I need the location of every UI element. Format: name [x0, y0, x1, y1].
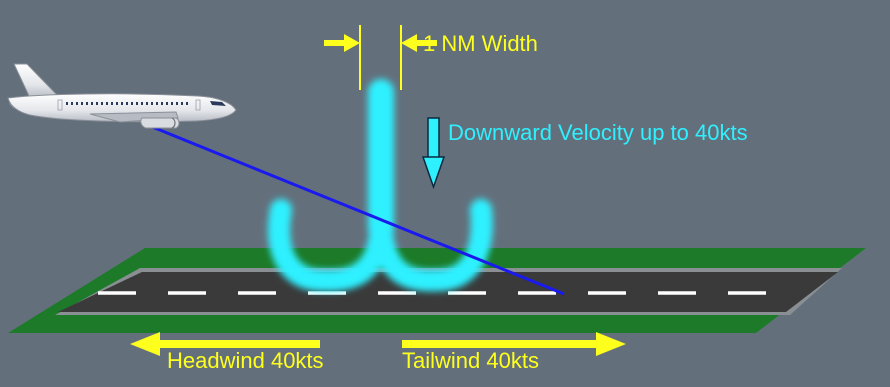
- headwind-arrow-icon: [130, 332, 320, 356]
- tailwind-label: Tailwind 40kts: [402, 348, 539, 373]
- width-label: 1 NM Width: [423, 31, 538, 56]
- airplane-icon: [7, 63, 237, 129]
- flight-path-line: [149, 124, 565, 296]
- tailwind-arrow-icon: [402, 332, 626, 356]
- downward-velocity-label: Downward Velocity up to 40kts: [448, 120, 748, 145]
- down-arrow-icon: [421, 117, 446, 190]
- headwind-label: Headwind 40kts: [167, 348, 324, 373]
- microburst-shape: [268, 79, 493, 292]
- width-indicator: [324, 25, 437, 90]
